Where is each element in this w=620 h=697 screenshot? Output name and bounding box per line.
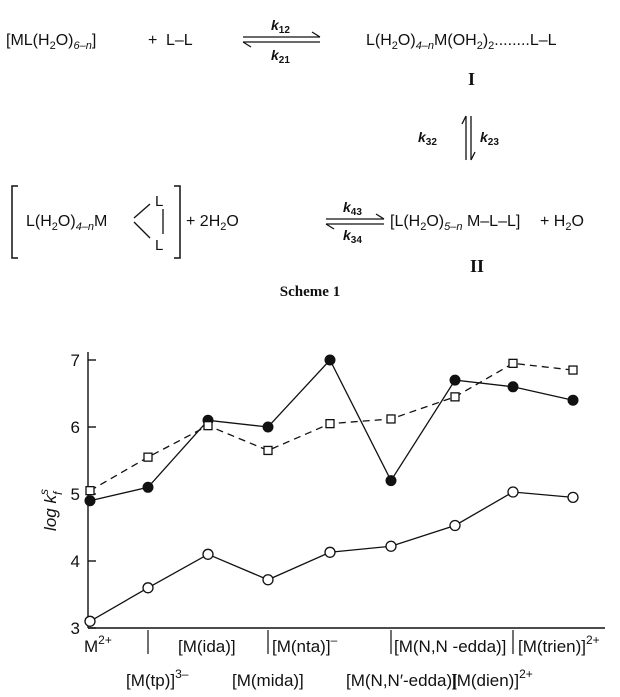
data-point-open-square xyxy=(386,414,396,424)
data-point-filled-circle xyxy=(84,495,96,507)
data-point-open-circle xyxy=(84,615,96,627)
chelate-ligand-top: L xyxy=(155,193,163,210)
y-axis-label: log ksf xyxy=(37,489,65,531)
category-label-bottom: [M(N,N′-edda)] xyxy=(346,671,457,690)
category-label-bottom: [M(mida)] xyxy=(232,671,304,690)
data-point-filled-circle xyxy=(507,381,519,393)
plus-water: + H2O xyxy=(540,213,584,233)
data-point-open-square xyxy=(263,445,273,456)
data-point-open-square xyxy=(143,452,153,462)
y-tick-label: 3 xyxy=(71,619,80,638)
category-labels: M2+ [M(ida)] [M(nta)]– [M(N,N -edda)] [M(tri… xyxy=(84,630,600,690)
intermediate-label-II: II xyxy=(470,256,484,276)
rate-constant-k34: k34 xyxy=(343,227,362,246)
category-label-bottom: [M(tp)]3– xyxy=(126,667,189,690)
rate-constant-k21: k21 xyxy=(271,47,290,66)
rate-constant-k32: k32 xyxy=(418,129,437,148)
data-point-open-square xyxy=(203,421,213,431)
chelate-complex: L(H2O)4–nM xyxy=(26,213,107,233)
data-point-open-circle xyxy=(567,491,579,504)
chelate-ring-bonds xyxy=(133,203,164,239)
data-point-open-circle xyxy=(449,519,461,532)
data-point-filled-circle xyxy=(142,481,154,493)
series-line-1 xyxy=(89,358,574,502)
category-label-top: [M(ida)] xyxy=(178,637,236,656)
reaction-scheme: [ML(H2O)6–n] + L–L k12 k21 L(H2O)4–nM(OH… xyxy=(6,17,584,300)
category-label-bottom: [M(dien)]2+ xyxy=(452,667,533,690)
data-point-filled-circle xyxy=(449,374,461,386)
outer-sphere-complex: L(H2O)4–nM(OH2)2........L–L xyxy=(366,32,557,52)
y-tick-label: 7 xyxy=(71,351,80,370)
series-layer xyxy=(84,354,579,627)
data-point-open-circle xyxy=(142,582,154,594)
rate-constant-k23: k23 xyxy=(480,129,499,148)
data-point-filled-circle xyxy=(262,421,274,433)
rate-constant-k12: k12 xyxy=(271,17,290,36)
data-point-open-circle xyxy=(385,540,397,552)
data-point-open-square xyxy=(325,419,335,429)
data-point-open-circle xyxy=(324,546,336,558)
scheme-caption: Scheme 1 xyxy=(280,284,340,300)
data-point-filled-circle xyxy=(567,394,579,406)
monodentate-complex: [L(H2O)5–n M–L–L] xyxy=(390,213,520,233)
chelate-ligand-bottom: L xyxy=(155,237,163,254)
plus-two-water: + 2H2O xyxy=(186,213,239,233)
data-point-open-square xyxy=(450,392,460,402)
data-point-open-square xyxy=(85,485,95,496)
data-point-open-circle xyxy=(262,574,274,586)
y-tick-label: 6 xyxy=(71,418,80,437)
data-point-filled-circle xyxy=(385,475,397,487)
category-label-top: M2+ xyxy=(84,633,112,656)
ligand-LL: L–L xyxy=(166,32,193,49)
equilibrium-arrow-vertical xyxy=(461,115,476,161)
category-label-top: [M(N,N -edda)] xyxy=(394,637,506,656)
data-point-filled-circle xyxy=(324,354,336,366)
intermediate-label-I: I xyxy=(468,69,475,89)
y-tick-label: 4 xyxy=(71,552,80,571)
category-label-top: [M(nta)]– xyxy=(272,633,338,656)
rate-constant-chart: 3 4 5 6 7 M2+ [M(ida)] [M(nta)]– [M(N,N -edda)]… xyxy=(37,351,605,690)
data-point-open-circle xyxy=(507,486,519,498)
data-point-open-square xyxy=(508,358,518,368)
data-point-open-circle xyxy=(202,548,214,560)
equilibrium-arrow-2 xyxy=(325,213,385,230)
data-point-open-square xyxy=(568,365,578,375)
y-tick-label: 5 xyxy=(71,485,80,504)
reactant-complex: [ML(H2O)6–n] xyxy=(6,32,96,52)
plus-sign: + xyxy=(148,32,157,49)
category-label-top: [M(trien)]2+ xyxy=(518,633,600,656)
rate-constant-k43: k43 xyxy=(343,199,362,218)
chelate-bracket xyxy=(11,185,181,259)
equilibrium-arrow-1 xyxy=(242,31,321,48)
